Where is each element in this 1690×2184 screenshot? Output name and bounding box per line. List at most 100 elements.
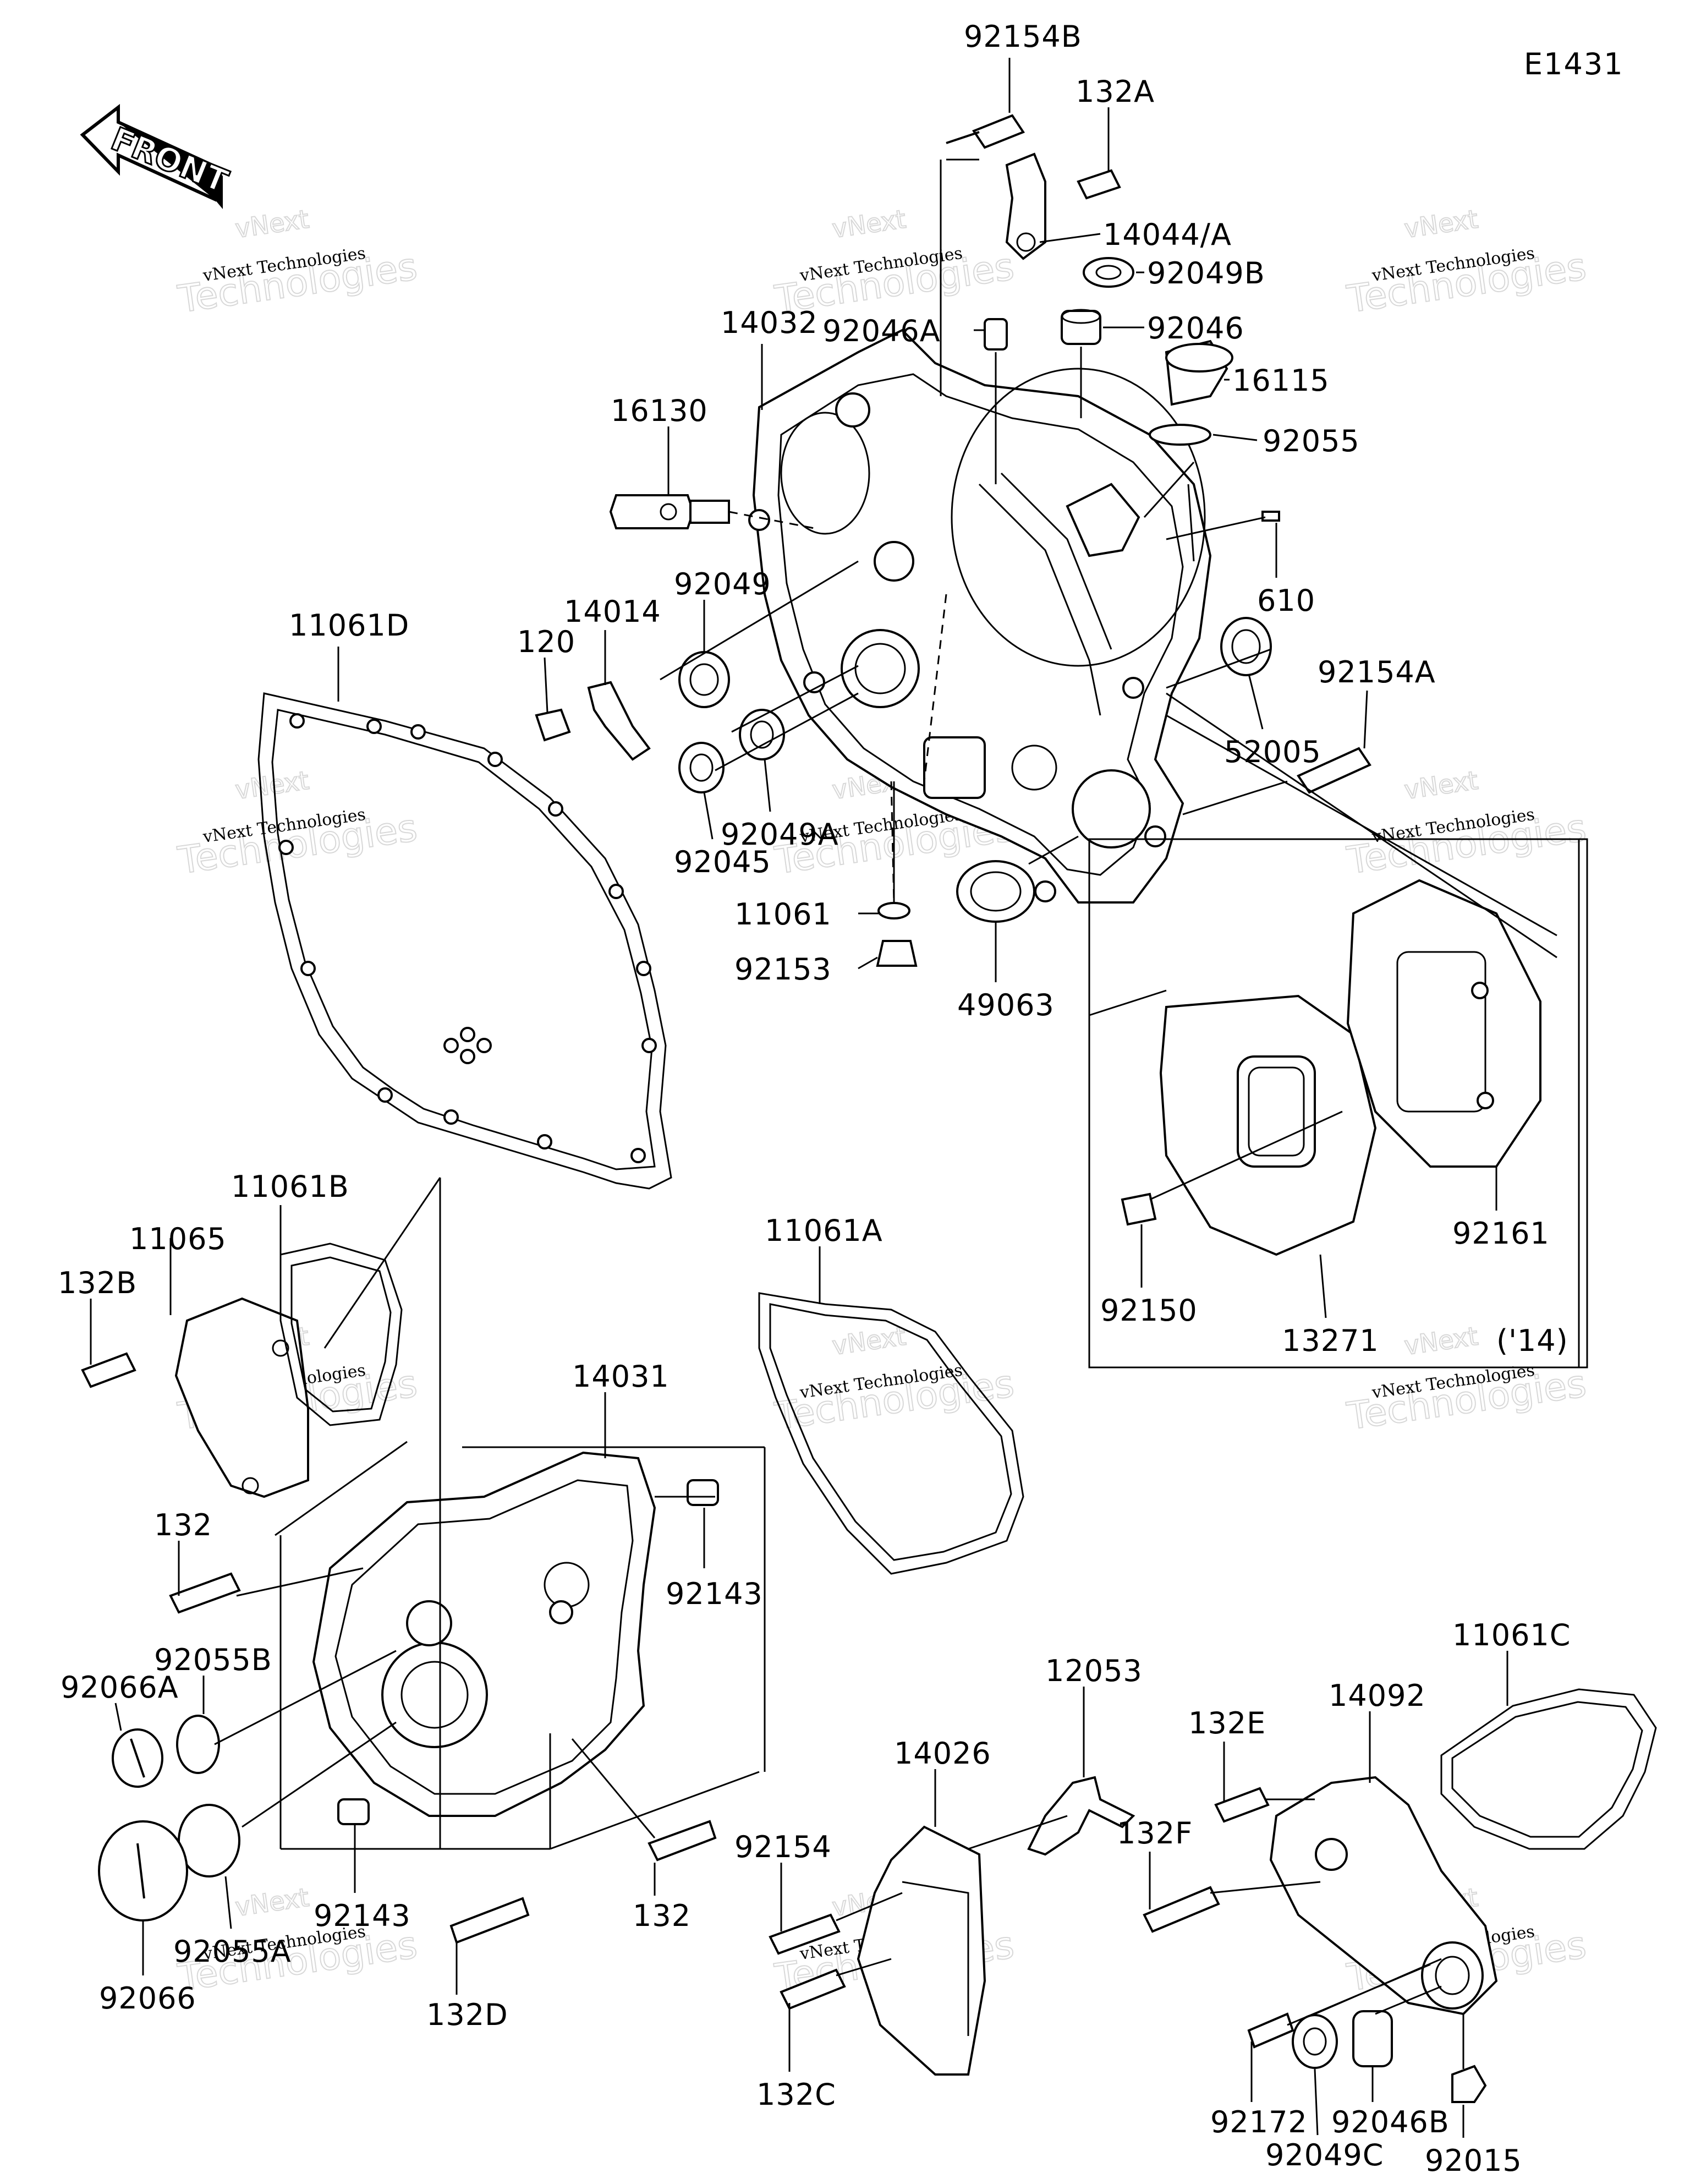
callout-label: 132A — [1076, 74, 1155, 109]
callout-label: 49063 — [957, 988, 1055, 1022]
bolt-92150 — [1121, 1192, 1157, 1226]
crankcase-cover-14032 — [748, 329, 1212, 904]
callout-label: 92055A — [173, 1934, 292, 1969]
callout-leaders — [90, 58, 1508, 2138]
bolt-92154 — [769, 1913, 841, 1955]
callout-label: 13271 — [1282, 1323, 1379, 1358]
callout-label: 14092 — [1329, 1678, 1426, 1713]
seal-52005 — [1220, 617, 1272, 676]
callout-label: 610 — [1257, 583, 1315, 618]
collar-92143-lower — [337, 1798, 370, 1825]
bolt-120 — [535, 708, 571, 742]
callout-label: 132F — [1117, 1816, 1193, 1851]
callout-label: 92046B — [1331, 2105, 1450, 2139]
fitting-16130 — [609, 494, 815, 529]
callout-label: 92161 — [1452, 1216, 1550, 1251]
plug-92153 — [876, 940, 918, 967]
callout-label: 92143 — [666, 1577, 763, 1611]
callout-label: 12053 — [1045, 1654, 1143, 1688]
nut-92015 — [1451, 2065, 1487, 2103]
bolt-92154B — [946, 114, 1025, 149]
callout-label: 132C — [756, 2077, 836, 2112]
callout-label: 16115 — [1232, 363, 1330, 398]
callout-label: 92172 — [1210, 2105, 1308, 2139]
cover-11065 — [174, 1297, 309, 1498]
cover-14026 — [857, 1825, 986, 2076]
collar-92049B — [1083, 257, 1134, 288]
callout-label: 92045 — [674, 845, 771, 879]
bearing-92046B — [1352, 2010, 1393, 2067]
callout-label: 92066 — [99, 1981, 196, 2016]
bearing-92049C — [1292, 2014, 1338, 2069]
callout-label: 92049A — [721, 817, 839, 852]
callout-label: 92066A — [61, 1670, 179, 1705]
bracket-12053 — [1027, 1776, 1135, 1856]
bolt-132-right — [648, 1820, 717, 1862]
plate-92161 — [1346, 879, 1541, 1168]
callout-label: 132E — [1188, 1706, 1266, 1740]
callout-label: 92049 — [674, 567, 771, 601]
callout-label: 11065 — [129, 1222, 227, 1256]
callout-label: 11061A — [765, 1213, 883, 1248]
plug-92066 — [98, 1820, 188, 1922]
callout-label: 92049C — [1265, 2138, 1384, 2172]
callout-label: 120 — [517, 625, 575, 659]
callout-label: 92153 — [734, 952, 832, 987]
bolt-132-left — [169, 1572, 241, 1614]
collar-92046A — [984, 318, 1008, 351]
bolt-132D — [449, 1897, 530, 1944]
callout-label: 132 — [633, 1898, 691, 1933]
callout-label: 52005 — [1224, 735, 1321, 769]
callout-label: 92049B — [1147, 256, 1265, 291]
callout-label: ('14) — [1496, 1323, 1568, 1358]
gasket-11061B — [279, 1242, 403, 1426]
callout-label: 92055 — [1263, 424, 1360, 458]
bolt-132F — [1143, 1886, 1220, 1933]
callout-label: 92154B — [964, 19, 1082, 54]
callout-label: 92015 — [1425, 2143, 1522, 2178]
callout-label: 132D — [426, 1997, 508, 2032]
washer-11061 — [877, 902, 910, 919]
diagram-code: E1431 — [1524, 47, 1624, 81]
seal-92045 — [678, 742, 725, 793]
plate-14014 — [587, 681, 651, 761]
o-ring-92055B — [176, 1715, 220, 1774]
callout-label: 11061C — [1452, 1618, 1571, 1652]
callout-label: 14031 — [572, 1359, 670, 1394]
guide-lines — [214, 158, 1580, 2069]
bolt-132B — [81, 1352, 136, 1388]
callout-label: 14026 — [894, 1736, 991, 1771]
callout-label: 11061D — [289, 608, 409, 643]
callout-label: 92154 — [734, 1830, 832, 1864]
callout-label: 132 — [154, 1508, 212, 1542]
callout-label: 16130 — [611, 393, 708, 428]
gasket-11061A — [758, 1292, 1024, 1575]
inset-box — [1088, 838, 1588, 1369]
callout-label: 92154A — [1318, 655, 1436, 689]
callout-label: 14032 — [721, 305, 818, 340]
bracket-14044 — [1005, 152, 1046, 260]
callout-labels: 92154B 132A 14044/A 92049B 92046A 92046 … — [58, 19, 1571, 2178]
bearing-92049A — [739, 709, 785, 760]
bolt-132E — [1214, 1787, 1270, 1823]
callout-label: 92150 — [1100, 1293, 1198, 1328]
cap-16115 — [1165, 340, 1233, 406]
seal-49063 — [956, 860, 1035, 923]
plate-13271 — [1159, 994, 1377, 1256]
callout-label: 92046 — [1147, 311, 1244, 346]
callout-label: 11061 — [734, 897, 832, 932]
bearing-92046 — [1061, 309, 1101, 345]
gasket-11061D — [257, 692, 672, 1190]
cover-14092 — [1269, 1776, 1498, 2016]
callout-label: 92046A — [822, 314, 941, 348]
callout-label: 14014 — [564, 594, 661, 629]
bolt-132A — [1077, 169, 1121, 200]
o-ring-92055 — [1149, 424, 1211, 446]
callout-label: 11061B — [231, 1169, 349, 1204]
pin-610 — [1261, 511, 1280, 522]
gasket-11061C — [1440, 1688, 1657, 1850]
callout-label: 132B — [58, 1266, 137, 1300]
bolt-132C — [780, 1968, 846, 2010]
collar-92143-upper — [687, 1479, 719, 1506]
